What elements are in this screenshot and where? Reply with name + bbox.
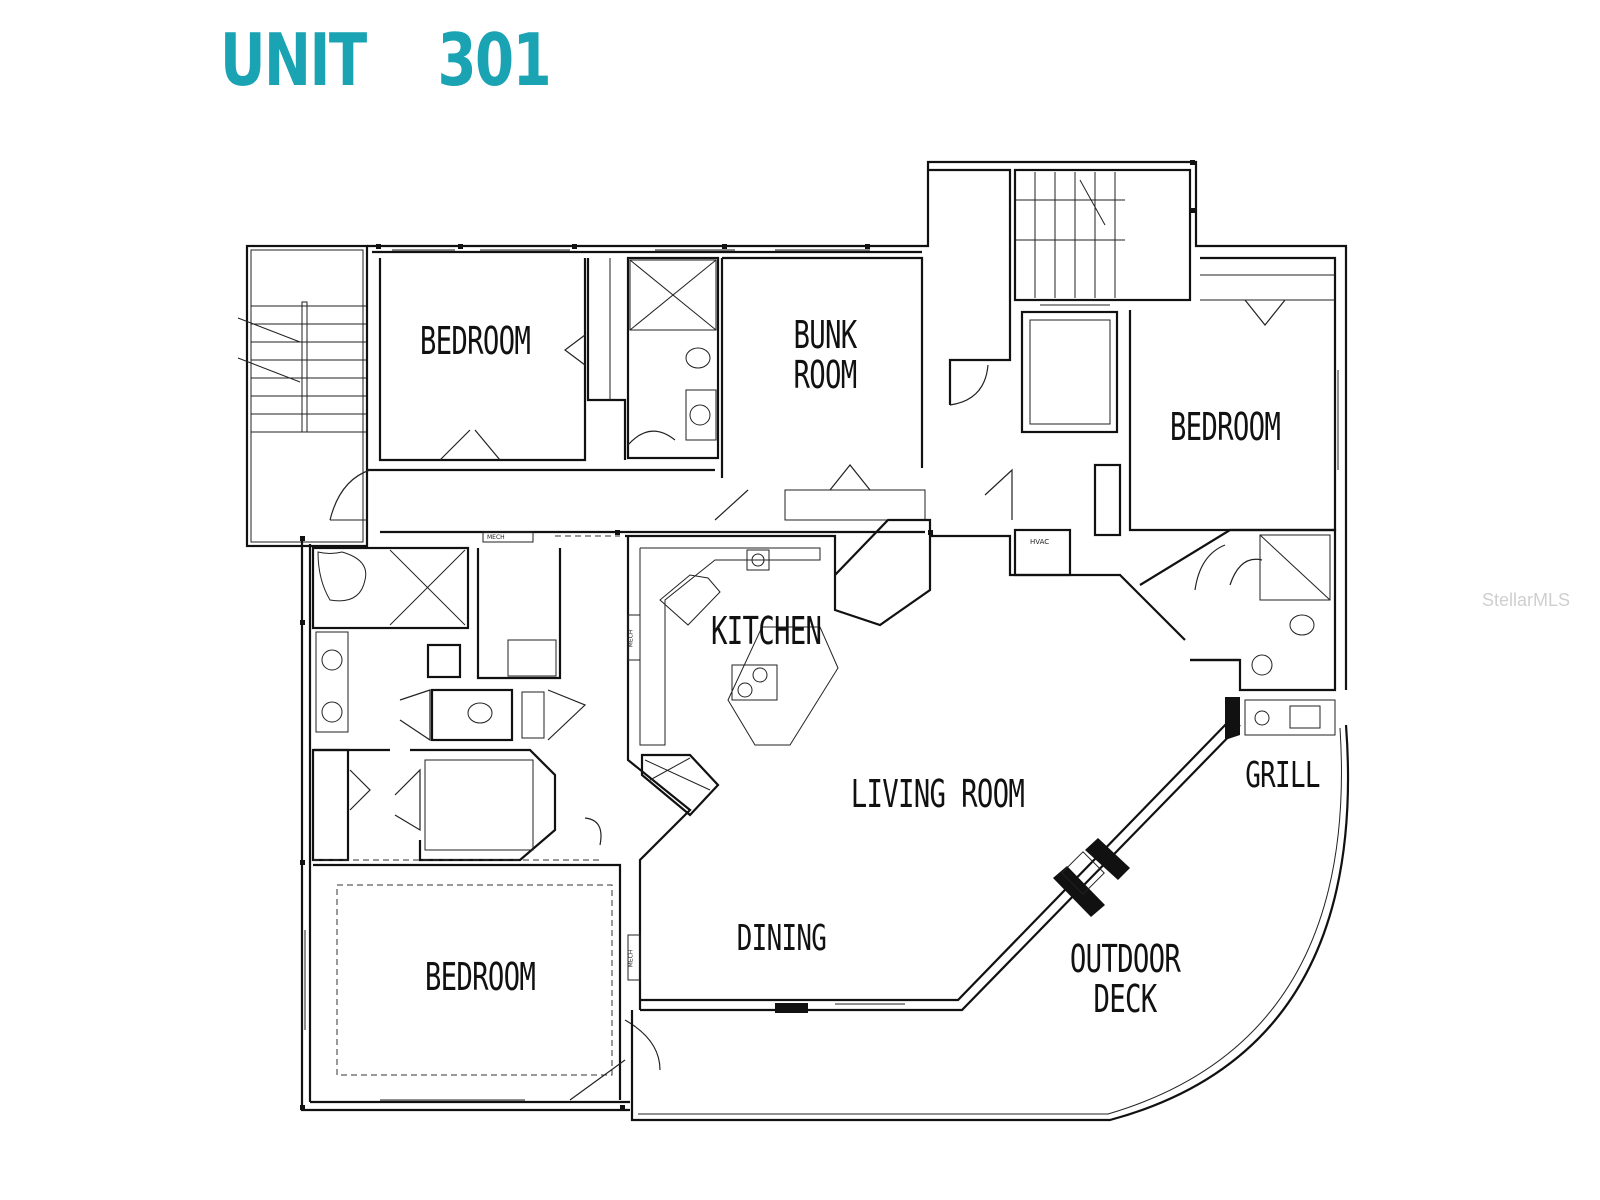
outdoor-deck-line2: DECK bbox=[1093, 976, 1157, 1021]
bath-north bbox=[626, 256, 720, 460]
hvac-closet bbox=[1013, 528, 1072, 577]
central-hall bbox=[555, 534, 1240, 662]
room-label-bedroom-ne: BEDROOM bbox=[1169, 405, 1281, 449]
room-label-kitchen: KITCHEN bbox=[711, 609, 822, 653]
label-mech-kitchen: MECH bbox=[627, 629, 635, 648]
label-hvac: HVAC bbox=[1030, 538, 1050, 546]
living-glazing bbox=[640, 697, 1336, 1013]
master-bath bbox=[311, 546, 587, 742]
bath-ne bbox=[1139, 528, 1337, 692]
room-label-bedroom-sw: BEDROOM bbox=[424, 955, 536, 999]
watermark: StellarMLS bbox=[1481, 590, 1570, 610]
bunk-room-walls bbox=[714, 256, 926, 521]
kitchen-walls bbox=[625, 518, 932, 1010]
bunk-room-line2: ROOM bbox=[793, 352, 857, 397]
room-label-living-room: LIVING ROOM bbox=[850, 772, 1025, 816]
room-label-grill: GRILL bbox=[1245, 755, 1320, 796]
north-stair bbox=[928, 168, 1192, 434]
bunk-room-line1: BUNK bbox=[793, 313, 857, 357]
bedroom-ne-walls bbox=[984, 256, 1339, 537]
outdoor-deck-outline bbox=[630, 724, 1350, 1122]
label-mech-dining: MECH bbox=[627, 949, 635, 968]
walk-in-closet bbox=[311, 748, 600, 862]
west-stair bbox=[237, 244, 369, 548]
bedroom-nw-walls bbox=[378, 258, 627, 462]
mech-closets bbox=[482, 531, 641, 981]
room-label-dining: DINING bbox=[736, 918, 827, 959]
column-marks bbox=[300, 160, 1195, 1110]
north-hall bbox=[329, 468, 925, 534]
unit-title: UNIT 301 bbox=[220, 18, 552, 102]
label-mech-top: MECH bbox=[487, 534, 505, 541]
bedroom-sw-walls bbox=[304, 817, 661, 1101]
room-label-bunk-room: BUNK ROOM bbox=[764, 313, 886, 397]
room-label-outdoor-deck: OUTDOOR DECK bbox=[1060, 937, 1190, 1021]
outdoor-deck-line1: OUTDOOR bbox=[1069, 937, 1181, 981]
room-label-bedroom-nw: BEDROOM bbox=[419, 319, 531, 363]
